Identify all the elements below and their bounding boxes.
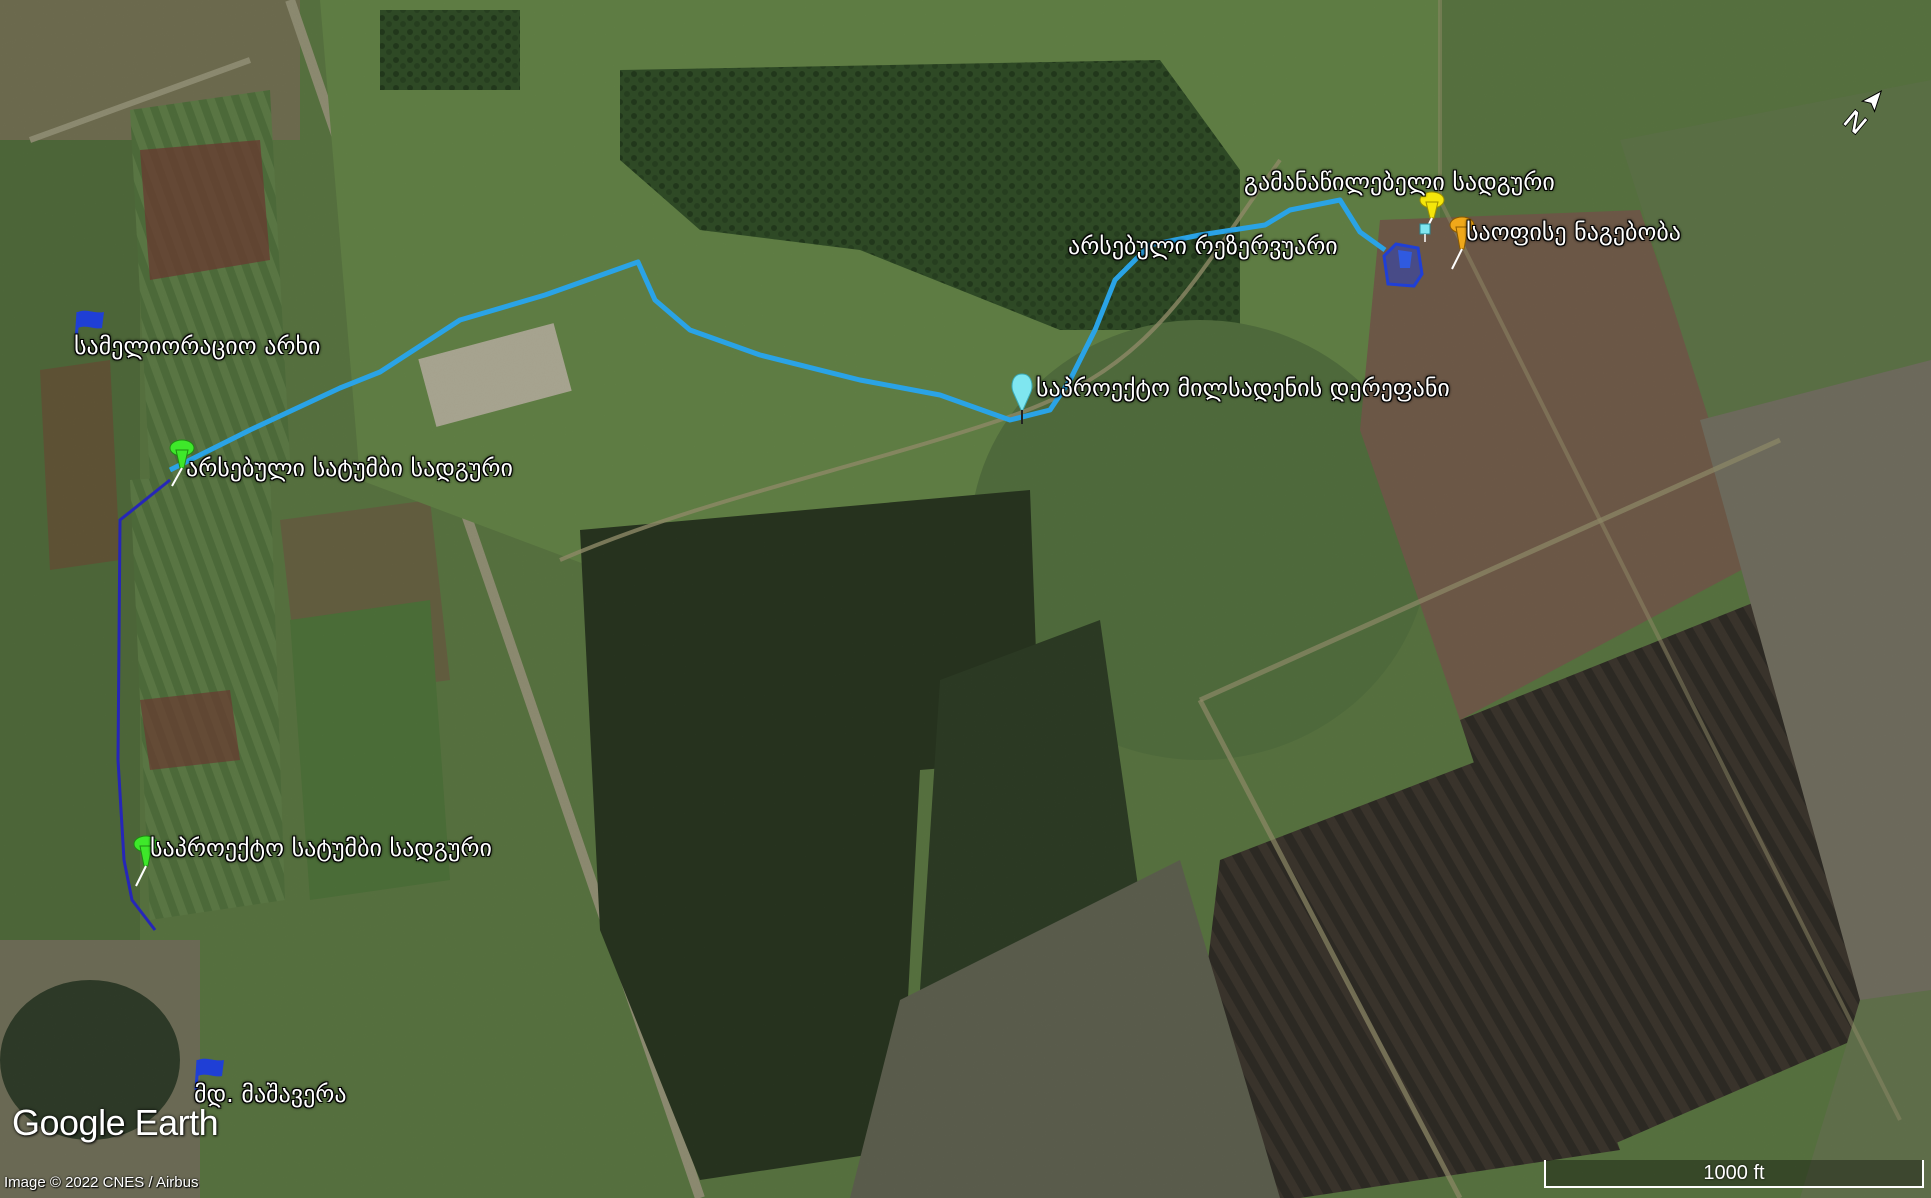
reservoir-polygon-icon[interactable] <box>1378 238 1426 290</box>
placemark-cyan-drop-icon[interactable] <box>1008 372 1036 426</box>
pipeline-route-line <box>168 197 1387 473</box>
pushpin-yellow-icon[interactable] <box>1410 190 1450 236</box>
imagery-credit: Image © 2022 CNES / Airbus <box>4 1174 199 1191</box>
pushpin-orange-icon[interactable] <box>1440 215 1480 271</box>
north-arrow-icon[interactable]: N <box>1830 82 1894 146</box>
flag-blue-icon[interactable] <box>192 1056 230 1092</box>
label-river[interactable]: მდ. მაშავერა <box>194 1080 347 1108</box>
label-project-pump-station[interactable]: საპროექტო სატუმბი სადგური <box>150 834 492 862</box>
flag-blue-icon[interactable] <box>72 308 110 344</box>
pushpin-green-icon[interactable] <box>124 834 164 888</box>
google-earth-logo: Google Earth <box>12 1102 219 1143</box>
scale-label: 1000 ft <box>1703 1162 1765 1184</box>
compass-letter: N <box>1838 104 1873 141</box>
scale-bar: 1000 ft <box>1544 1160 1924 1188</box>
pushpin-green-icon[interactable] <box>160 438 200 488</box>
label-office-building[interactable]: საოფისე ნაგებობა <box>1466 218 1681 246</box>
intake-pipeline-line <box>116 478 171 931</box>
label-existing-reservoir[interactable]: არსებული რეზერვუარი <box>1068 232 1338 260</box>
label-pipeline-route[interactable]: საპროექტო მილსადენის დერეფანი <box>1036 374 1450 402</box>
label-irrigation-canal[interactable]: სამელიორაციო არხი <box>74 332 321 360</box>
placemark-cyan-icon[interactable] <box>1418 222 1432 242</box>
label-existing-pump-station[interactable]: არსებული სატუმბი სადგური <box>186 454 513 482</box>
label-distribution-station[interactable]: გამანაწილებელი სადგური <box>1244 168 1555 196</box>
